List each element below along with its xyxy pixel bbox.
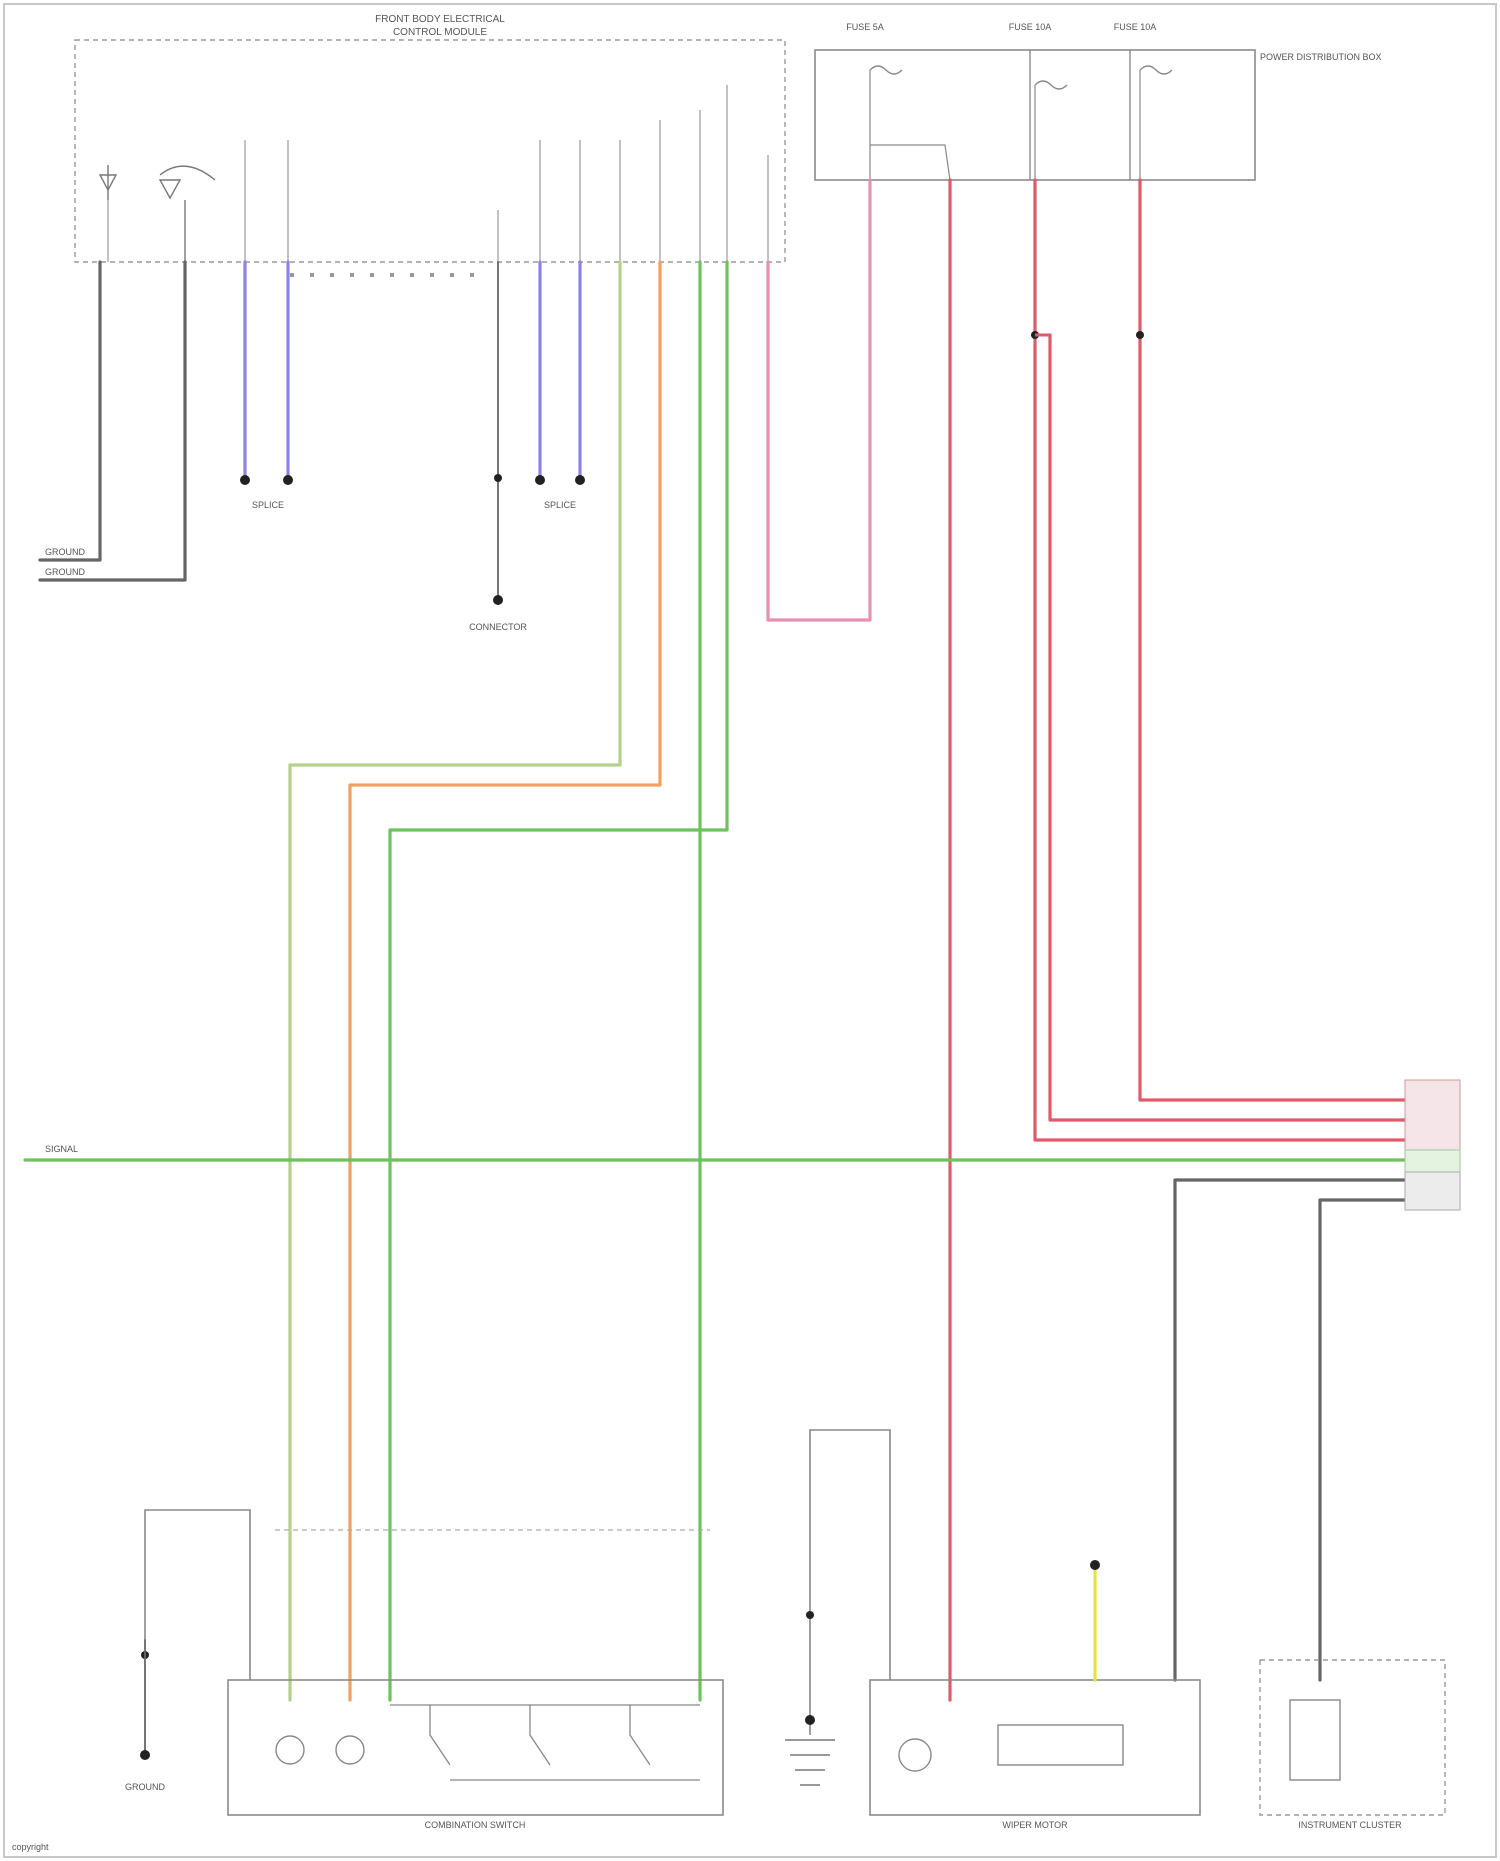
fuse-1-label: FUSE 5A xyxy=(846,22,884,32)
terminal-dot xyxy=(140,1750,150,1760)
red-wire-3 xyxy=(1050,335,1415,1120)
transistor-symbol xyxy=(160,180,180,198)
signal-bus-label: SIGNAL xyxy=(45,1144,78,1154)
transistor-arc xyxy=(160,166,215,180)
ground-wire-1 xyxy=(40,262,100,560)
terminal-dot xyxy=(805,1715,815,1725)
pink-wire xyxy=(768,180,870,620)
light-green-wire xyxy=(290,262,620,1700)
ground-2-label: GROUND xyxy=(45,567,85,577)
splice-dot xyxy=(494,474,502,482)
splice-dot xyxy=(806,1611,814,1619)
wiper-motor: WIPER MOTOR xyxy=(785,1430,1200,1830)
instrument-cluster: INSTRUMENT CLUSTER xyxy=(1260,1660,1445,1830)
fuse-2-symbol xyxy=(1035,81,1067,89)
terminal-dot xyxy=(1090,1560,1100,1570)
fuse-3-symbol xyxy=(1140,66,1172,74)
ground-1-label: GROUND xyxy=(45,547,85,557)
connector-1-label: CONNECTOR xyxy=(469,622,527,632)
red-wire-4 xyxy=(1140,180,1415,1100)
cluster-outline xyxy=(1260,1660,1445,1815)
lower-left-ground-label: GROUND xyxy=(125,1782,165,1792)
gray-wire-right-1 xyxy=(1175,1180,1415,1680)
red-wire-2 xyxy=(1035,180,1415,1140)
terminal-dot xyxy=(575,475,585,485)
terminal-dot xyxy=(283,475,293,485)
gray-wire-right-2 xyxy=(1320,1200,1415,1680)
footer-text: copyright xyxy=(12,1842,49,1852)
power-box-label: POWER DISTRIBUTION BOX xyxy=(1260,52,1382,62)
splice-1-label: SPLICE xyxy=(252,500,284,510)
terminal-dot xyxy=(240,475,250,485)
terminal-dot xyxy=(493,595,503,605)
control-module-title: FRONT BODY ELECTRICAL xyxy=(375,14,505,25)
switch-outline xyxy=(228,1680,723,1815)
fuse-3-label: FUSE 10A xyxy=(1114,22,1157,32)
terminal-dot xyxy=(535,475,545,485)
ground-wire-2 xyxy=(40,262,185,580)
wiper-label: WIPER MOTOR xyxy=(1002,1820,1068,1830)
power-distribution-box: FUSE 5A FUSE 10A FUSE 10A POWER DISTRIBU… xyxy=(815,22,1382,180)
combination-switch: GROUND COMBINATION SWITCH xyxy=(125,1510,723,1830)
cluster-label: INSTRUMENT CLUSTER xyxy=(1298,1820,1402,1830)
control-module: FRONT BODY ELECTRICAL CONTROL MODULE xyxy=(75,14,785,277)
fuse-1-symbol xyxy=(870,66,902,74)
switch-label: COMBINATION SWITCH xyxy=(425,1820,526,1830)
right-connector xyxy=(1405,1080,1460,1210)
page-frame xyxy=(4,4,1496,1857)
control-module-subtitle: CONTROL MODULE xyxy=(393,27,487,38)
fuse-2-label: FUSE 10A xyxy=(1009,22,1052,32)
splice-dot xyxy=(1136,331,1144,339)
control-module-outline xyxy=(75,40,785,262)
green-wire-1 xyxy=(390,262,727,1700)
wiper-outline xyxy=(870,1680,1200,1815)
orange-wire xyxy=(350,262,660,1700)
splice-2-label: SPLICE xyxy=(544,500,576,510)
